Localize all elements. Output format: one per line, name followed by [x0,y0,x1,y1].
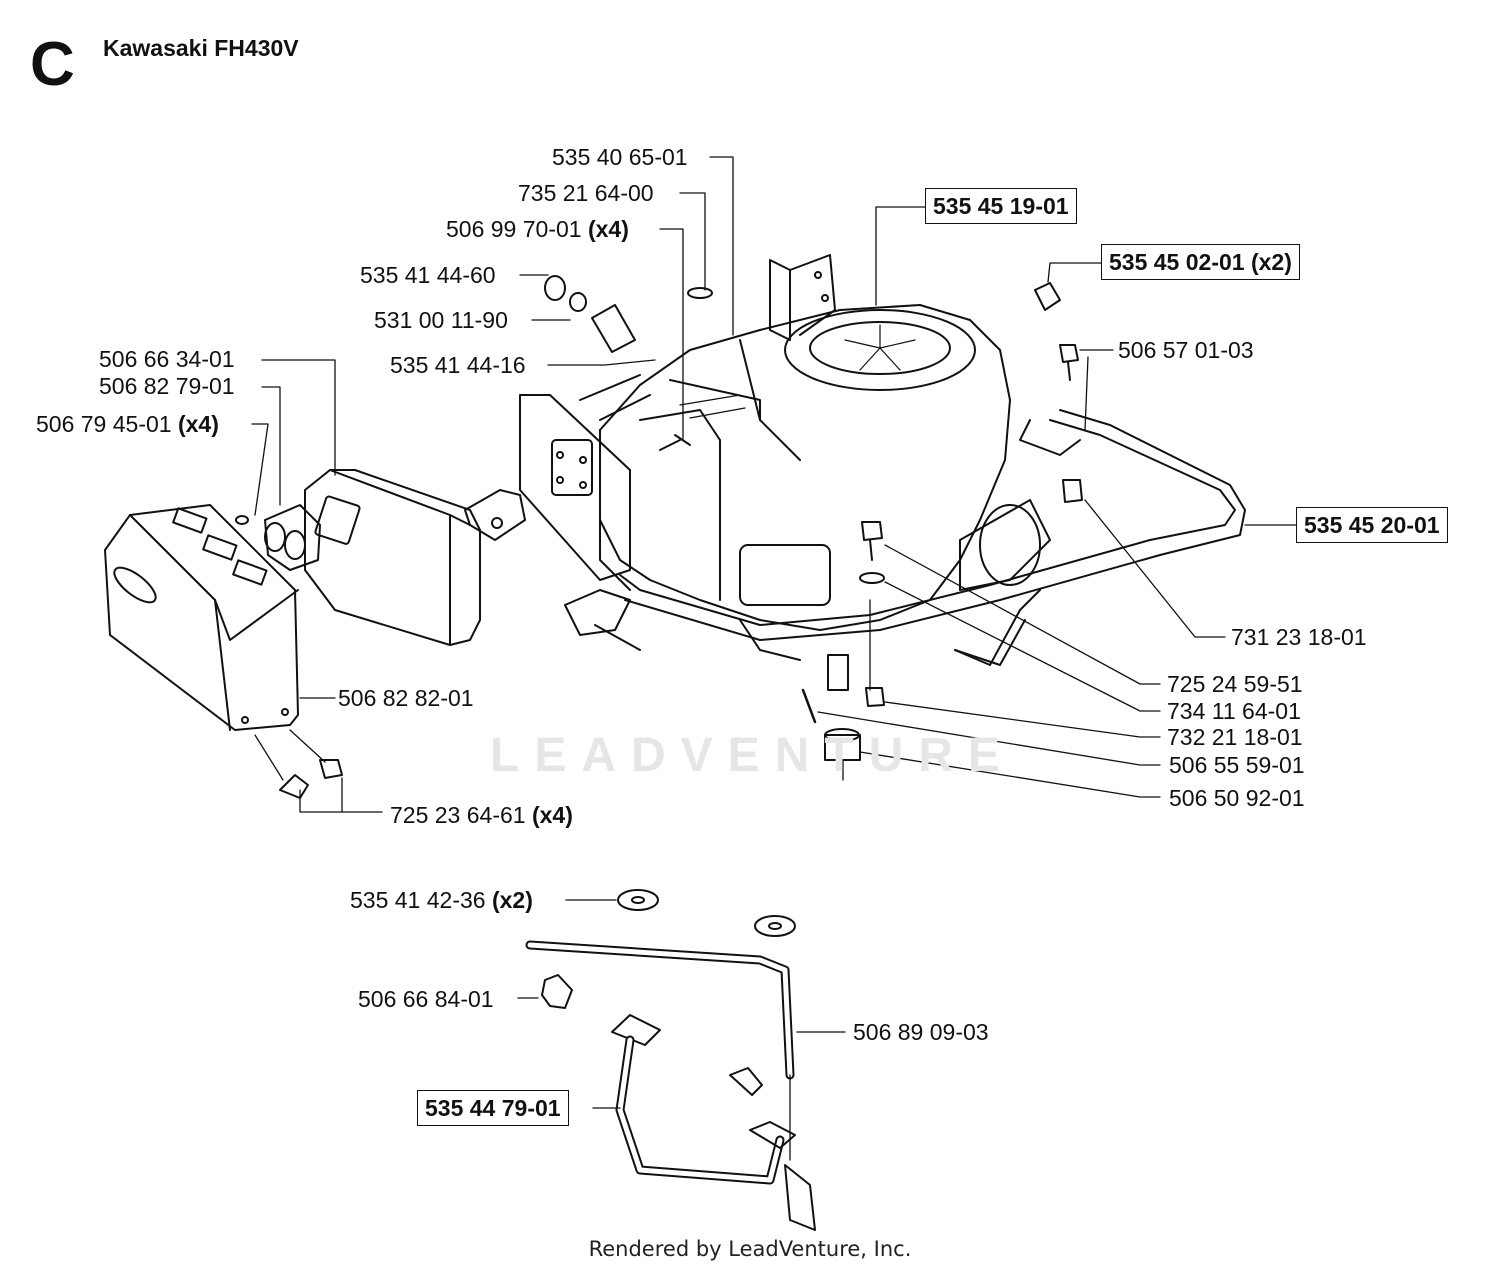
quantity: (x2) [491,887,533,913]
part-label[interactable]: 725 24 59-51 [1167,671,1303,697]
quantity: (x4) [531,802,573,828]
footer-credit: Rendered by LeadVenture, Inc. [588,1237,912,1261]
part-label[interactable]: 506 66 84-01 [358,986,494,1012]
muffler [264,469,481,646]
part-label[interactable]: 506 66 34-01 [99,346,235,372]
assembly-label[interactable]: 535 44 79-01 [417,1090,569,1126]
part-label[interactable]: 506 89 09-03 [853,1019,989,1045]
part-label[interactable]: 535 41 44-16 [390,352,526,378]
part-label[interactable]: 506 82 79-01 [99,373,235,399]
part-label[interactable]: 535 41 44-60 [360,262,496,288]
quantity: (x4) [177,411,219,437]
muffler-heat-shield [104,504,299,731]
part-label[interactable]: 506 99 70-01 (x4) [446,216,629,242]
part-label[interactable]: 535 41 42-36 (x2) [350,887,533,913]
part-label[interactable]: 535 40 65-01 [552,144,688,170]
small-hardware [235,275,1083,799]
diagram-title: Kawasaki FH430V [103,35,299,61]
assembly-label[interactable]: 535 45 20-01 [1296,507,1448,543]
mounting-frame [579,374,1246,641]
part-label[interactable]: 506 82 82-01 [338,685,474,711]
mounting-brackets [464,254,1041,666]
section-letter: C [30,30,75,99]
part-label[interactable]: 506 57 01-03 [1118,337,1254,363]
leader-lines [251,156,1299,1161]
watermark: LEADVENTURE [490,729,1016,782]
part-label[interactable]: 731 23 18-01 [1231,624,1367,650]
assembly-label[interactable]: 535 45 19-01 [925,188,1077,224]
quantity: (x4) [587,216,629,242]
part-label[interactable]: 506 50 92-01 [1169,785,1305,811]
part-label[interactable]: 735 21 64-00 [518,180,654,206]
part-label[interactable]: 531 00 11-90 [374,307,508,333]
exhaust-assembly [525,889,816,1231]
engine-housing [599,304,1051,661]
part-label[interactable]: 506 55 59-01 [1169,752,1305,778]
part-label[interactable]: 732 21 18-01 [1167,724,1303,750]
part-label[interactable]: 725 23 64-61 (x4) [390,802,573,828]
part-label[interactable]: 506 79 45-01 (x4) [36,411,219,437]
part-label[interactable]: 734 11 64-01 [1167,698,1301,724]
assembly-label[interactable]: 535 45 02-01 (x2) [1101,244,1300,280]
